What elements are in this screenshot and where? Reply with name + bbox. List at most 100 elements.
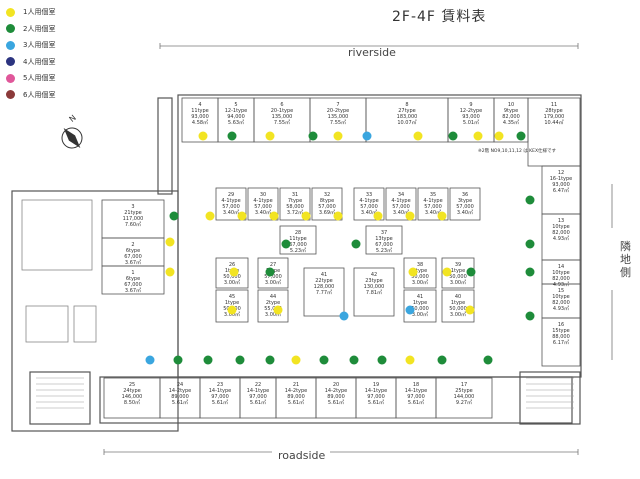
room-area: 9.27㎡ <box>456 399 472 406</box>
room-number: 21 <box>293 382 299 388</box>
room-number: 35 <box>430 192 436 198</box>
rooms: 411type93,0004.58㎡512-1type94,0005.63㎡62… <box>101 97 581 419</box>
room-type: 11type <box>289 236 307 242</box>
room-type: 9type <box>504 108 518 114</box>
room-rent: 50,000 <box>449 274 467 280</box>
room-number: 41 <box>321 272 327 278</box>
room-area: 4.93㎡ <box>553 305 569 312</box>
occupancy-dot-icon <box>237 211 247 221</box>
room-rent: 67,000 <box>289 242 307 248</box>
utility-area <box>21 199 97 343</box>
legend-item: 4人用個室 <box>6 54 55 71</box>
room-rent: 144,000 <box>454 394 475 400</box>
room-number: 15 <box>558 288 564 294</box>
room-rent: 82,000 <box>552 230 570 236</box>
room-type: 10type <box>552 294 570 300</box>
legend-label: 6人用個室 <box>23 90 56 99</box>
occupancy-dot-icon <box>437 211 447 221</box>
room-type: 27type <box>398 108 416 114</box>
room-number: 12 <box>558 170 564 176</box>
room-type: 14-2type <box>285 388 308 394</box>
legend-dot-icon <box>6 73 15 83</box>
room-area: 4.35㎡ <box>503 119 519 126</box>
room-area: 7.55㎡ <box>330 119 346 126</box>
room-rent: 88,000 <box>552 334 570 340</box>
room-number: 14 <box>558 264 564 270</box>
room-type: 4-1type <box>359 198 378 204</box>
room-outline <box>435 377 493 419</box>
room-type: 14-1type <box>405 388 428 394</box>
room-outline <box>303 267 345 317</box>
room-type: 1type <box>451 268 465 274</box>
occupancy-dot-icon <box>265 131 275 141</box>
room-number: 33 <box>366 192 372 198</box>
occupancy-dot-icon <box>408 267 418 277</box>
room-area: 7.81㎡ <box>366 289 382 296</box>
room-outline <box>403 289 437 323</box>
room-area: 3.72㎡ <box>287 209 303 216</box>
room-number: 10 <box>508 102 514 108</box>
room-outline <box>279 187 311 221</box>
room-type: 1type <box>225 300 239 306</box>
occupancy-dot-icon <box>437 355 447 365</box>
legend-dot-icon <box>6 57 15 67</box>
room-area: 10.07㎡ <box>397 119 416 126</box>
room-area: 3.40㎡ <box>425 209 441 216</box>
north-compass-icon: N <box>61 113 83 149</box>
room-outline <box>385 187 417 221</box>
room-area: 5.23㎡ <box>290 247 306 254</box>
room-number: 42 <box>371 272 377 278</box>
room-area: 5.01㎡ <box>463 119 479 126</box>
room-number: 27 <box>270 262 276 268</box>
room-number: 34 <box>398 192 404 198</box>
occupancy-dot-icon <box>227 305 237 315</box>
occupancy-dot-icon <box>291 355 301 365</box>
room-rent: 57,000 <box>392 204 410 210</box>
room-number: 7 <box>336 102 339 108</box>
room-outline <box>417 187 449 221</box>
room-number: 29 <box>228 192 234 198</box>
room-type: 11type <box>191 108 209 114</box>
room-type: 1type <box>451 300 465 306</box>
room-rent: 93,000 <box>191 114 209 120</box>
room-outline <box>247 187 279 221</box>
room-number: 40 <box>455 294 461 300</box>
room-area: 5.23㎡ <box>376 247 392 254</box>
room-number: 11 <box>551 102 557 108</box>
room-area: 5.61㎡ <box>250 399 266 406</box>
room-type: 21type <box>124 210 142 216</box>
legend-item: 6人用個室 <box>6 87 55 104</box>
room-area: 3.00㎡ <box>412 311 428 318</box>
occupancy-dot-icon <box>265 267 275 277</box>
room-rent: 57,000 <box>424 204 442 210</box>
room-rent: 50,000 <box>449 306 467 312</box>
room-area: 3.00㎡ <box>412 279 428 286</box>
roadside-label: roadside <box>278 449 326 462</box>
room-rent: 97,000 <box>407 394 425 400</box>
stair-left <box>36 377 84 409</box>
room-area: 3.00㎡ <box>224 279 240 286</box>
room-number: 4 <box>198 102 201 108</box>
legend-dot-icon <box>6 90 15 100</box>
room-outline <box>279 225 317 255</box>
room-rent: 57,000 <box>318 204 336 210</box>
occupancy-dot-icon <box>525 239 535 249</box>
room-type: 10type <box>552 270 570 276</box>
occupancy-dot-icon <box>165 237 175 247</box>
room-outline <box>541 317 581 367</box>
